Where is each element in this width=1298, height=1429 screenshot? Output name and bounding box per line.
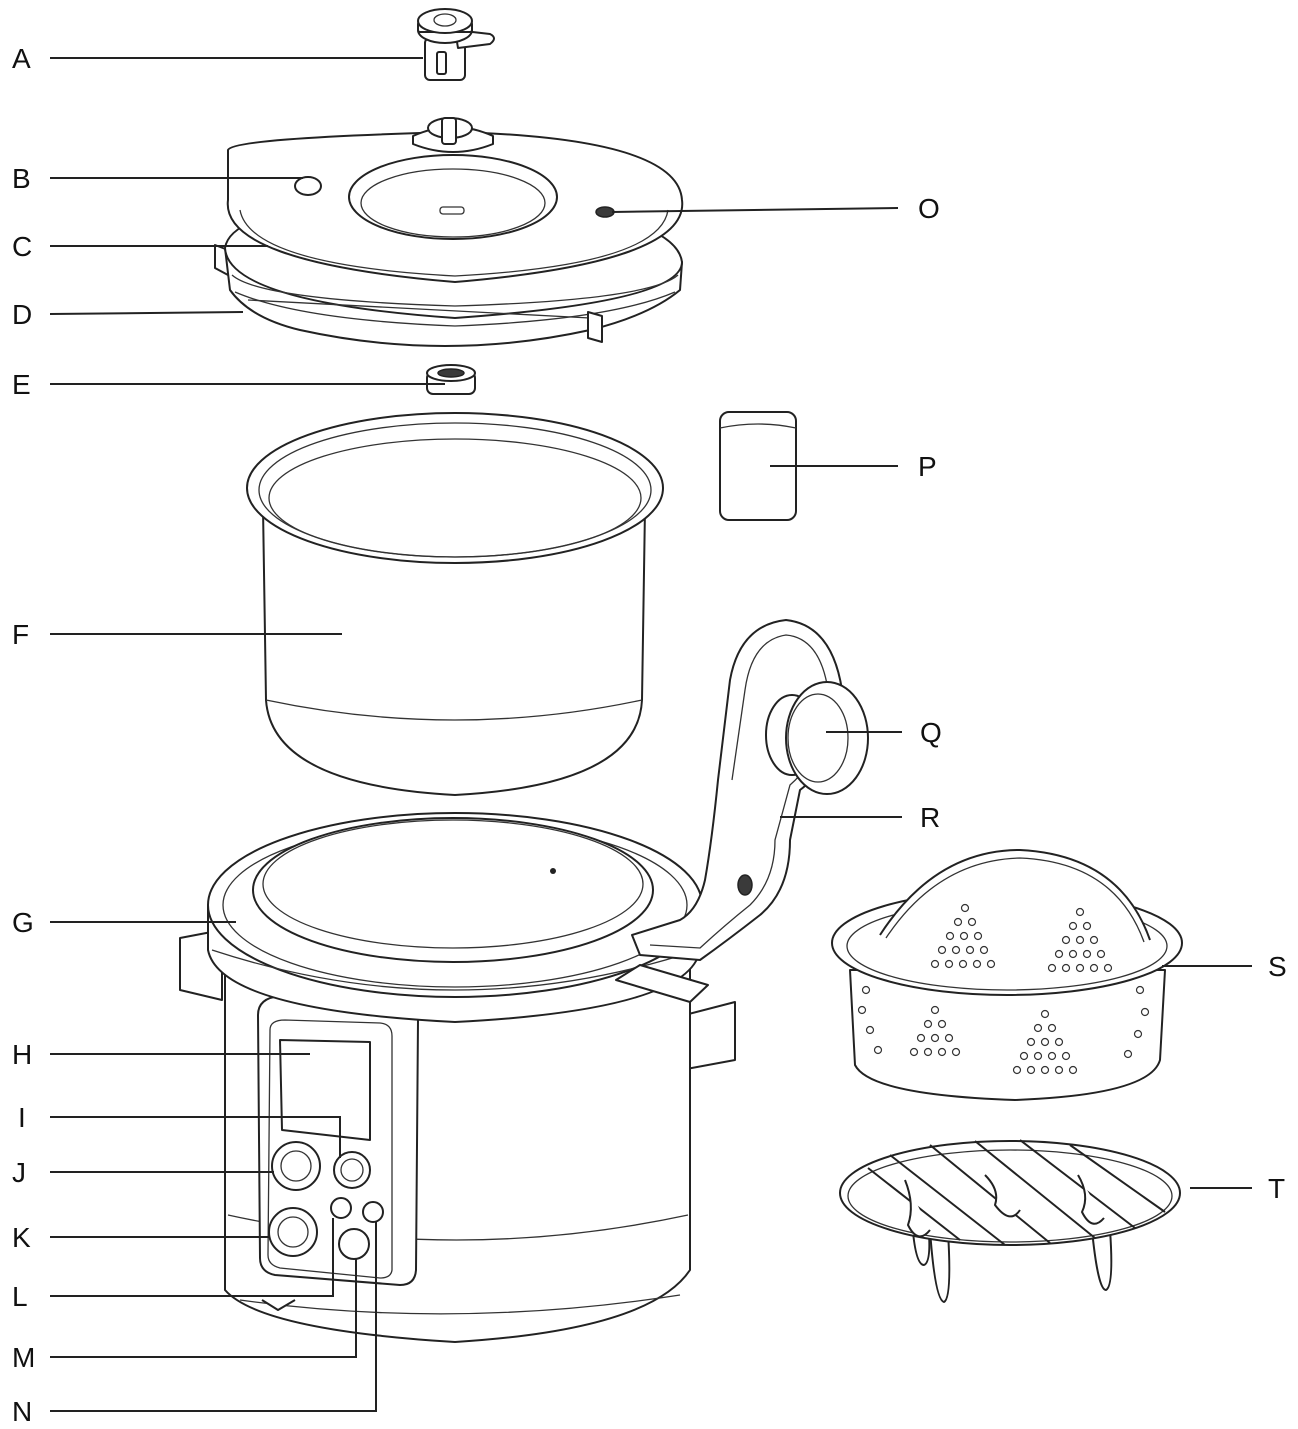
label-s: S [1268, 951, 1287, 982]
label-m: M [12, 1342, 35, 1373]
leader-n [50, 1222, 377, 1412]
label-j: J [12, 1157, 26, 1188]
part-r-handle-arm [615, 619, 843, 1003]
label-e: E [12, 369, 31, 400]
label-n: N [12, 1396, 32, 1427]
cooker-base [179, 929, 736, 1343]
label-p: P [918, 451, 937, 482]
leader-o [611, 207, 899, 213]
label-t: T [1268, 1173, 1285, 1204]
label-c: C [12, 231, 32, 262]
label-d: D [12, 299, 32, 330]
part-labels: A B C D E F G H I J K L M N O P Q R S T [12, 43, 1287, 1427]
label-a: A [12, 43, 31, 74]
leader-lines [49, 57, 1252, 1412]
leader-d [49, 311, 244, 315]
leader-m [50, 1258, 357, 1358]
label-b: B [12, 163, 31, 194]
basket-holes [857, 903, 1150, 1075]
part-e-sealing-ring [426, 364, 476, 395]
part-g-cooker-rim [207, 812, 703, 1023]
label-q: Q [920, 717, 942, 748]
label-l: L [12, 1281, 28, 1312]
part-f-inner-pot [246, 412, 664, 796]
label-h: H [12, 1039, 32, 1070]
leader-i [50, 1116, 341, 1158]
part-a-pressure-valve [417, 8, 495, 81]
label-i: I [18, 1102, 26, 1133]
lid-assembly [214, 117, 684, 347]
label-f: F [12, 619, 29, 650]
part-q-handle-knob [785, 681, 869, 795]
control-dials [268, 1141, 384, 1260]
label-k: K [12, 1222, 31, 1253]
part-s-steam-basket [831, 849, 1183, 1101]
part-t-trivet-rack [839, 1139, 1181, 1303]
label-g: G [12, 907, 34, 938]
label-r: R [920, 802, 940, 833]
leader-l [50, 1218, 334, 1297]
label-o: O [918, 193, 940, 224]
